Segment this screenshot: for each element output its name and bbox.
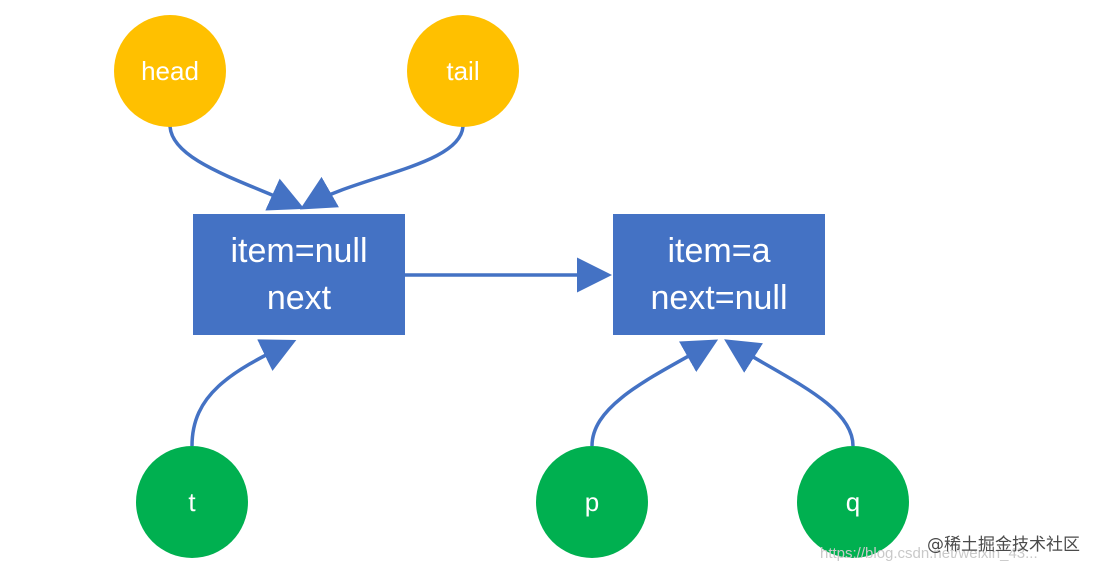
pointer-tail-circle xyxy=(407,15,519,127)
pointer-p-label: p xyxy=(585,487,599,517)
pointer-q-circle xyxy=(797,446,909,558)
list-node-second-item: item=a xyxy=(668,232,771,270)
list-node-first-next: next xyxy=(267,279,332,317)
pointer-p: p xyxy=(536,446,648,558)
pointer-head-circle xyxy=(114,15,226,127)
pointer-head: head xyxy=(114,15,226,127)
list-node-second-next: next=null xyxy=(650,279,787,317)
pointer-q-label: q xyxy=(846,487,860,517)
list-node-second: item=a next=null xyxy=(613,214,825,335)
pointer-head-label: head xyxy=(141,56,199,86)
list-node-first-box xyxy=(193,214,405,335)
list-node-first: item=null next xyxy=(193,214,405,335)
edge-t-to-first-node xyxy=(190,339,297,447)
list-node-first-item: item=null xyxy=(230,232,367,270)
pointer-t-label: t xyxy=(188,487,196,517)
pointer-p-circle xyxy=(536,446,648,558)
watermark-site: @稀土掘金技术社区 xyxy=(927,535,1080,555)
pointer-tail-label: tail xyxy=(446,56,479,86)
list-node-second-box xyxy=(613,214,825,335)
edge-tail-to-first-node xyxy=(299,124,465,210)
edge-head-to-first-node xyxy=(168,124,305,211)
pointer-q: q xyxy=(797,446,909,558)
watermark-url: https://blog.csdn.net/weixin_43... xyxy=(820,545,1038,562)
pointer-t-circle xyxy=(136,446,248,558)
pointer-tail: tail xyxy=(407,15,519,127)
edge-q-to-second-node xyxy=(724,339,855,447)
pointer-t: t xyxy=(136,446,248,558)
edge-p-to-second-node xyxy=(590,339,719,447)
